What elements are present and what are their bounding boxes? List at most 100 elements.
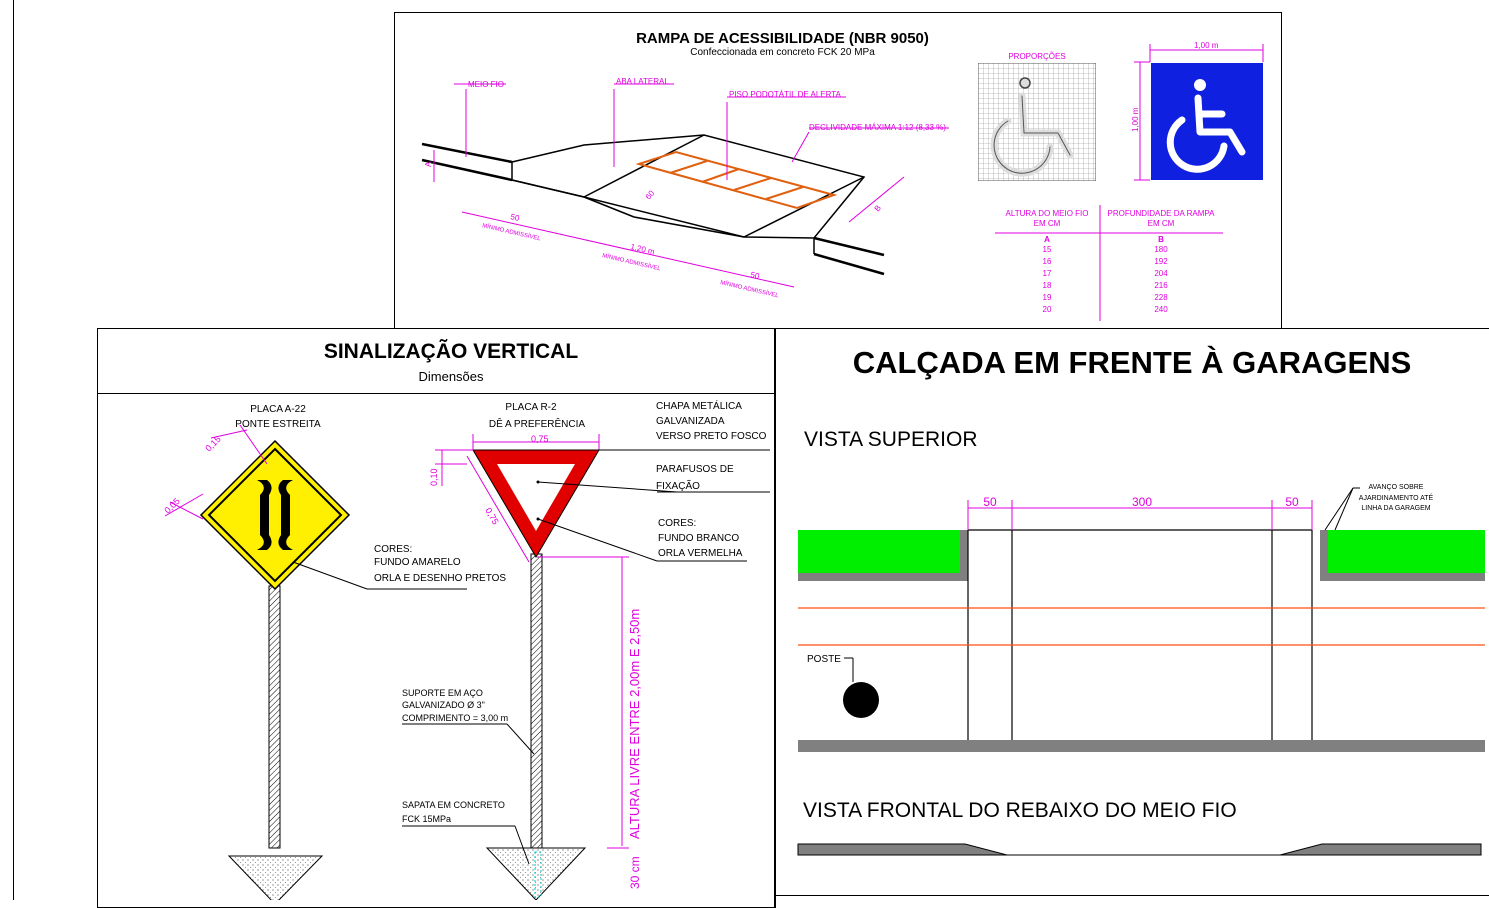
a22-post [268,585,281,849]
placa-a22-code: PLACA A-22 [250,404,306,415]
minimo-left: MÍNIMO ADMISSÍVEL [482,222,542,242]
cores-a22-line2: FUNDO AMARELO [374,557,461,568]
r2-post [530,553,543,849]
chapa-line3: VERSO PRETO FOSCO [656,431,767,442]
suporte-line3: COMPRIMENTO = 3,00 m [402,713,508,723]
table-cell-row5-col1: 19 [1043,293,1052,302]
table-cell-row4-col2: 216 [1154,281,1168,290]
garage-bottom-line [775,895,1489,896]
table-cell-row2-col2: 192 [1154,257,1168,266]
curb-lines [421,142,885,276]
poste-label: POSTE [807,654,841,665]
curb-front-view [797,843,1482,856]
lawn-right [1328,530,1485,573]
footing-rebar [534,851,542,898]
declividade-label: DECLIVIDADE MÁXIMA 1:12 (8,33 %) [809,123,946,132]
aba-lateral-label: ABA LATERAL [616,77,669,86]
dim-075-top: 0,75 [531,434,549,444]
table-col2-key: B [1158,235,1164,244]
ramp-dimension-lines [433,83,949,288]
sapata-line2: FCK 15MPa [402,814,451,824]
proporcoes-label: PROPORÇÕES [1008,52,1066,61]
table-cell-row4-col1: 18 [1043,281,1052,290]
table-cell-row1-col1: 15 [1043,245,1052,254]
wheelchair-icon [990,77,1074,177]
cores-r2-line1: CORES: [658,518,696,529]
pole-icon [843,682,879,718]
dim-005: 0,05 [162,496,181,515]
garage-title: CALÇADA EM FRENTE À GARAGENS [852,345,1412,380]
cores-a22-line3: ORLA E DESENHO PRETOS [374,573,506,584]
dim-30: 30 cm [628,856,642,889]
tactile-floor [635,150,838,210]
avanco-line1: AVANÇO SOBRE [1369,484,1424,491]
chapa-line1: CHAPA METÁLICA [656,399,742,412]
sign-blue-background [1151,63,1263,180]
table-cell-row1-col2: 180 [1154,245,1168,254]
cores-r2-line3: ORLA VERMELHA [658,548,743,559]
sign-height-label: 1,00 m [1131,107,1140,132]
avanco-line2: AJARDINAMENTO ATÉ [1359,493,1434,502]
ramp-table: ALTURA DO MEIO FIO EM CM PROFUNDIDADE DA… [995,205,1223,321]
dim-b: B [873,203,883,213]
signage-title: SINALIZAÇÃO VERTICAL [323,340,579,363]
garage-panel [775,328,1489,908]
placa-r2-name: DÊ A PREFERÊNCIA [489,417,585,430]
suporte-line1: SUPORTE EM AÇO [402,688,483,698]
a22-footing [227,855,324,900]
dim-50-right: 50 [1285,495,1299,509]
signage-header-divider [97,393,775,394]
table-cell-row5-col2: 228 [1154,293,1168,302]
table-col2-sub: EM CM [1148,219,1175,228]
altura-livre-label: ALTURA LIVRE ENTRE 2,00m E 2,50m [627,609,642,839]
curb-top-left [798,573,968,581]
accessibility-sign: 1,00 m 1,00 m [1131,41,1264,181]
dim-300: 300 [1132,495,1152,509]
r2-yield-sign [472,449,600,558]
piso-label: PISO PODOTÁTIL DE ALERTA [729,90,842,99]
ramp-body [511,134,866,254]
table-col2-header: PROFUNDIDADE DA RAMPA [1108,209,1216,218]
dim-50-left: 50 [983,495,997,509]
table-cell-row6-col2: 240 [1154,305,1168,314]
suporte-line2: GALVANIZADO Ø 3" [402,700,485,710]
dim-010: 0,10 [429,468,439,486]
meio-fio-label: MEIO FIO [468,80,504,89]
parafusos-line2: FIXAÇÃO [656,479,700,492]
signage-drawing: PLACA A-22 PONTE ESTREITA 0,15 0,05 CORE… [162,399,770,900]
table-cell-row6-col1: 20 [1043,305,1052,314]
dim-50-right: 50 [750,270,761,281]
cores-a22-line1: CORES: [374,544,412,555]
dim-a: A [424,161,433,167]
dim-015: 0,15 [203,434,222,453]
a22-sign [199,439,351,591]
garage-drawing: POSTE 50 300 50 AVANÇO SOBRE AJARDINAMEN… [797,484,1485,856]
sapata-line1: SAPATA EM CONCRETO [402,800,505,810]
lawn-left [798,530,963,573]
ramp-drawing: MEIO FIO ABA LATERAL PISO PODOTÁTIL DE A… [421,77,949,300]
cores-r2-line2: FUNDO BRANCO [658,533,739,544]
table-col1-sub: EM CM [1034,219,1061,228]
ramp-title: RAMPA DE ACESSIBILIDADE (NBR 9050) [636,30,929,47]
table-cell-row3-col1: 17 [1043,269,1052,278]
curb-top-right [1320,573,1485,581]
ramp-subtitle: Confeccionada em concreto FCK 20 MPa [690,47,875,58]
placa-a22-name: PONTE ESTREITA [235,419,321,430]
wheelchair-symbol-icon [1166,79,1246,173]
avanco-line3: LINHA DA GARAGEM [1361,505,1430,512]
table-col1-key: A [1044,235,1050,244]
sign-width-label: 1,00 m [1194,41,1219,50]
proportion-grid-sign [978,63,1096,181]
r2-footing [485,847,587,900]
road-curb [798,740,1485,752]
placa-r2-code: PLACA R-2 [505,402,557,413]
page-border-left [13,0,14,900]
signage-subtitle: Dimensões [418,369,484,384]
chapa-line2: GALVANIZADA [656,416,725,427]
dim-60: 60 [644,188,657,201]
narrow-bridge-right-icon [278,480,293,550]
parafusos-line1: PARAFUSOS DE [656,464,734,475]
vista-superior-label: VISTA SUPERIOR [804,428,978,451]
vista-frontal-label: VISTA FRONTAL DO REBAIXO DO MEIO FIO [803,799,1237,822]
table-cell-row2-col1: 16 [1043,257,1052,266]
